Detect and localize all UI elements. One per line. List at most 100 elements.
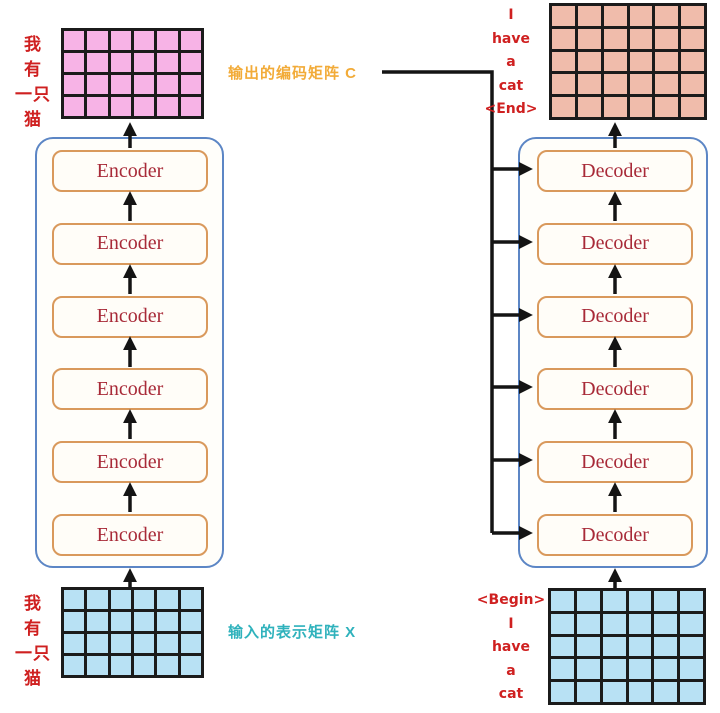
decoder-block: Decoder bbox=[537, 295, 693, 338]
matrix-cell bbox=[655, 51, 679, 72]
matrix-cell bbox=[680, 636, 703, 657]
matrix-cell bbox=[603, 6, 627, 26]
matrix-cell bbox=[157, 590, 178, 609]
matrix-cell bbox=[576, 591, 600, 611]
matrix-cell bbox=[110, 634, 131, 653]
matrix-cell bbox=[680, 659, 703, 680]
matrix-cell bbox=[552, 28, 575, 49]
token-label: 猫 bbox=[24, 110, 42, 129]
token-label: 一只 bbox=[15, 644, 51, 663]
token-label: cat bbox=[498, 77, 524, 94]
matrix-cell bbox=[577, 6, 601, 26]
matrix-cell bbox=[680, 682, 703, 702]
matrix-cell bbox=[157, 634, 178, 653]
matrix-cell bbox=[680, 591, 703, 611]
matrix-cell bbox=[602, 636, 626, 657]
matrix-cell bbox=[134, 634, 155, 653]
matrix-cell bbox=[602, 613, 626, 634]
matrix-cell bbox=[577, 74, 601, 95]
decoder-output-matrix bbox=[549, 3, 707, 120]
matrix-cell bbox=[654, 682, 678, 702]
matrix-cell bbox=[180, 612, 201, 631]
matrix-cell bbox=[577, 51, 601, 72]
token-label: 一只 bbox=[15, 85, 51, 104]
matrix-cell bbox=[628, 636, 652, 657]
encoder-input-token-column: 我有一只猫 bbox=[6, 589, 60, 688]
token-label: 我 bbox=[24, 35, 42, 54]
matrix-cell bbox=[87, 612, 108, 631]
token-label: 我 bbox=[24, 594, 42, 613]
matrix-cell bbox=[628, 613, 652, 634]
decoder-block: Decoder bbox=[537, 222, 693, 265]
matrix-cell bbox=[655, 74, 679, 95]
encoder-block: Encoder bbox=[52, 150, 208, 192]
matrix-cell bbox=[157, 97, 178, 116]
matrix-cell bbox=[134, 590, 155, 609]
token-label: 有 bbox=[24, 619, 42, 638]
matrix-cell bbox=[180, 656, 201, 675]
matrix-cell bbox=[64, 31, 85, 50]
matrix-cell bbox=[552, 97, 575, 117]
token-label: <Begin> bbox=[476, 592, 546, 608]
matrix-cell bbox=[576, 613, 600, 634]
token-label: I bbox=[508, 7, 514, 23]
matrix-cell bbox=[110, 75, 131, 94]
matrix-cell bbox=[64, 590, 85, 609]
matrix-cell bbox=[629, 74, 653, 95]
matrix-cell bbox=[602, 682, 626, 702]
c-matrix-connector bbox=[382, 70, 533, 540]
token-label: 有 bbox=[24, 60, 42, 79]
encoder-block: Encoder bbox=[52, 222, 208, 265]
matrix-cell bbox=[552, 51, 575, 72]
matrix-cell bbox=[64, 634, 85, 653]
matrix-cell bbox=[551, 591, 574, 611]
token-label: I bbox=[508, 615, 514, 632]
matrix-cell bbox=[629, 28, 653, 49]
matrix-cell bbox=[602, 659, 626, 680]
matrix-cell bbox=[134, 97, 155, 116]
matrix-cell bbox=[576, 636, 600, 657]
matrix-cell bbox=[628, 591, 652, 611]
matrix-cell bbox=[64, 612, 85, 631]
matrix-cell bbox=[87, 31, 108, 50]
matrix-cell bbox=[110, 590, 131, 609]
output-encoding-matrix-c bbox=[61, 28, 204, 119]
token-label: cat bbox=[498, 686, 524, 702]
matrix-cell bbox=[87, 656, 108, 675]
matrix-cell bbox=[157, 75, 178, 94]
input-representation-matrix-x bbox=[61, 587, 204, 678]
matrix-cell bbox=[64, 97, 85, 116]
matrix-cell bbox=[603, 28, 627, 49]
matrix-cell bbox=[64, 75, 85, 94]
matrix-cell bbox=[110, 97, 131, 116]
token-label: a bbox=[506, 54, 516, 70]
matrix-cell bbox=[602, 591, 626, 611]
matrix-cell bbox=[110, 53, 131, 72]
token-label: <End> bbox=[484, 101, 538, 117]
matrix-cell bbox=[628, 659, 652, 680]
matrix-cell bbox=[655, 6, 679, 26]
matrix-cell bbox=[180, 53, 201, 72]
matrix-cell bbox=[157, 656, 178, 675]
matrix-cell bbox=[654, 659, 678, 680]
token-label: 猫 bbox=[24, 669, 42, 688]
matrix-cell bbox=[180, 97, 201, 116]
matrix-cell bbox=[87, 634, 108, 653]
matrix-cell bbox=[577, 97, 601, 117]
matrix-cell bbox=[681, 97, 704, 117]
matrix-cell bbox=[552, 74, 575, 95]
matrix-cell bbox=[629, 6, 653, 26]
matrix-cell bbox=[681, 51, 704, 72]
token-label: a bbox=[506, 662, 516, 679]
decoder-block: Decoder bbox=[537, 514, 693, 556]
matrix-cell bbox=[134, 31, 155, 50]
encoder-output-token-column: 我有一只猫 bbox=[6, 30, 60, 129]
matrix-cell bbox=[681, 74, 704, 95]
matrix-cell bbox=[180, 634, 201, 653]
matrix-cell bbox=[629, 97, 653, 117]
matrix-cell bbox=[551, 636, 574, 657]
